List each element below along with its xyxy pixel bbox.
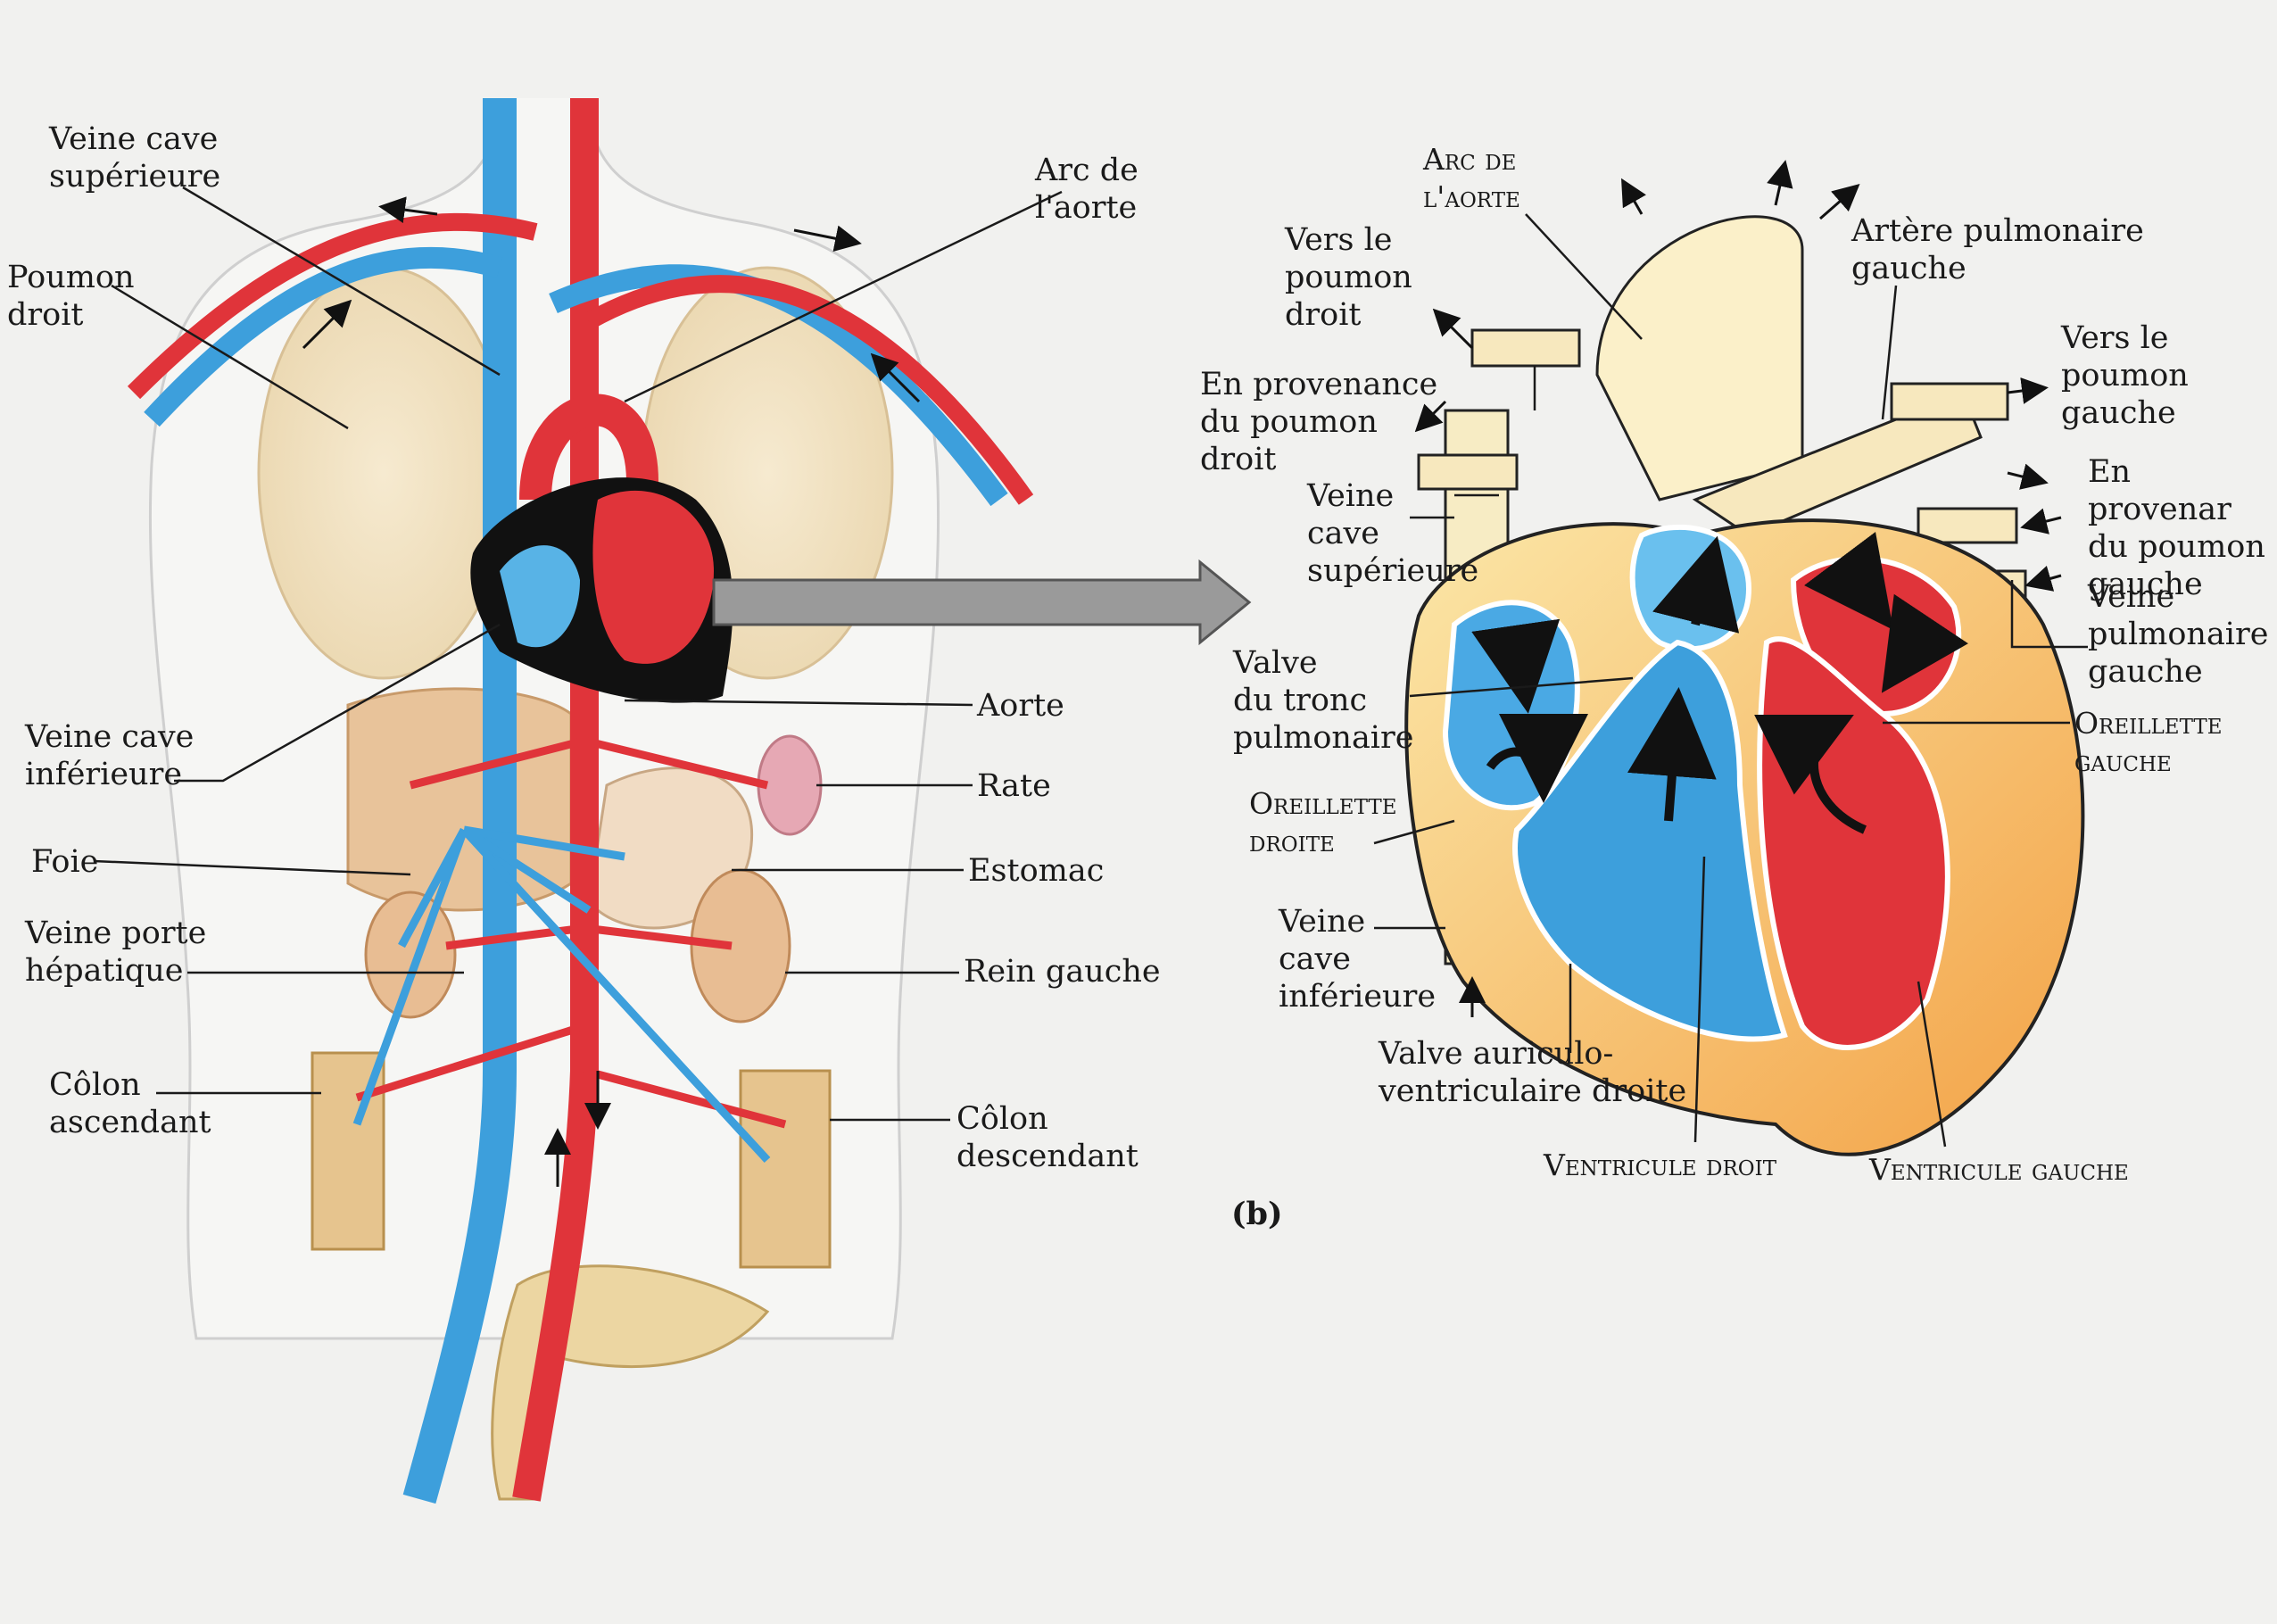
pulmonary-outflow — [1629, 524, 1752, 652]
heart-right-side — [500, 545, 580, 648]
right-arm-artery — [127, 213, 538, 400]
label-poumon-droit: Poumon droit — [7, 260, 135, 333]
vessel-to-left-lung — [1890, 382, 2009, 421]
label-oreillette-droite: Oreillette droite — [1249, 786, 1397, 858]
vessel-from-right-lung — [1417, 453, 1519, 491]
zoom-pointer-arrow — [712, 559, 1252, 646]
label-rate: Rate — [977, 768, 1051, 804]
label-en-provenance-du-poumon-droit: En provenance du poumon droit — [1200, 367, 1438, 477]
aortic-arch — [519, 394, 658, 501]
spleen — [757, 734, 823, 836]
label-veine-cave-inferieure-a: Veine cave inférieure — [25, 719, 195, 792]
label-foie: Foie — [31, 844, 99, 880]
vessel-from-left-lung — [1917, 507, 2018, 544]
panel-b-leader-lines — [1373, 213, 2088, 1148]
label-arc-de-laorte-a: Arc de l'aorte — [1035, 153, 1138, 226]
label-veine-cave-inferieure-b: Veine cave inférieure — [1279, 904, 1437, 1015]
label-artere-pulmonaire-gauche: Artère pulmonaire gauche — [1851, 213, 2144, 286]
label-vers-le-poumon-gauche: Vers le poumon gauche — [2061, 320, 2189, 431]
label-colon-ascendant: Côlon ascendant — [49, 1067, 211, 1140]
label-estomac: Estomac — [968, 853, 1105, 889]
label-arc-de-laorte-b: Arc de l'aorte — [1423, 142, 1520, 214]
flow-arrows-panel-a — [302, 196, 921, 1187]
label-vers-le-poumon-droit: Vers le poumon droit — [1285, 222, 1412, 333]
heart-detail-figure — [1373, 160, 2088, 1156]
left-arm-artery — [584, 275, 1034, 505]
body-circulation-figure — [93, 97, 1063, 1504]
right-ventricle — [1512, 639, 1788, 1042]
panel-a-leader-lines — [93, 186, 1063, 1122]
label-rein-gauche: Rein gauche — [964, 954, 1161, 990]
label-en-provenance-du-poumon-gauche: En provenar du poumon gauche — [2088, 454, 2265, 602]
abdominal-arteries — [355, 736, 787, 1129]
heart-left-side — [592, 490, 714, 664]
label-colon-descendant: Côlon descendant — [956, 1101, 1138, 1174]
descending-aorta — [512, 98, 599, 1502]
label-ventricule-droit: Ventricule droit — [1544, 1148, 1777, 1182]
heart-flow-arrows — [1471, 532, 1968, 834]
pulmonary-trunk — [1692, 391, 1983, 537]
label-veine-pulmonaire-gauche: Veine pulmonaire gauche — [2088, 579, 2269, 690]
descending-colon — [739, 1069, 832, 1269]
right-kidney — [364, 891, 457, 1019]
panel-b-caption: (b) — [1231, 1196, 1283, 1232]
vena-cava — [402, 98, 517, 1504]
label-valve-du-tronc-pulmonaire: Valve du tronc pulmonaire — [1233, 645, 1414, 756]
label-veine-porte-hepatique: Veine porte hépatique — [25, 916, 207, 989]
right-arm-vessels — [144, 246, 503, 427]
label-oreillette-gauche: Oreillette gauche — [2074, 706, 2223, 778]
label-ventricule-gauche: Ventricule gauche — [1869, 1152, 2129, 1187]
label-veine-cave-superieure-b: Veine cave supérieure — [1307, 478, 1479, 589]
label-aorte: Aorte — [977, 688, 1064, 724]
vessel-to-right-lung — [1470, 328, 1581, 368]
portal-veins — [352, 825, 771, 1164]
aorta-arch-detail — [1595, 215, 1804, 501]
vessel-flow-arrows — [1414, 160, 2062, 1017]
label-veine-cave-superieure-a: Veine cave supérieure — [49, 121, 221, 195]
label-valve-auriculo-ventriculaire-droite: Valve auriculo- ventriculaire droite — [1379, 1036, 1687, 1109]
right-lung — [257, 266, 510, 680]
